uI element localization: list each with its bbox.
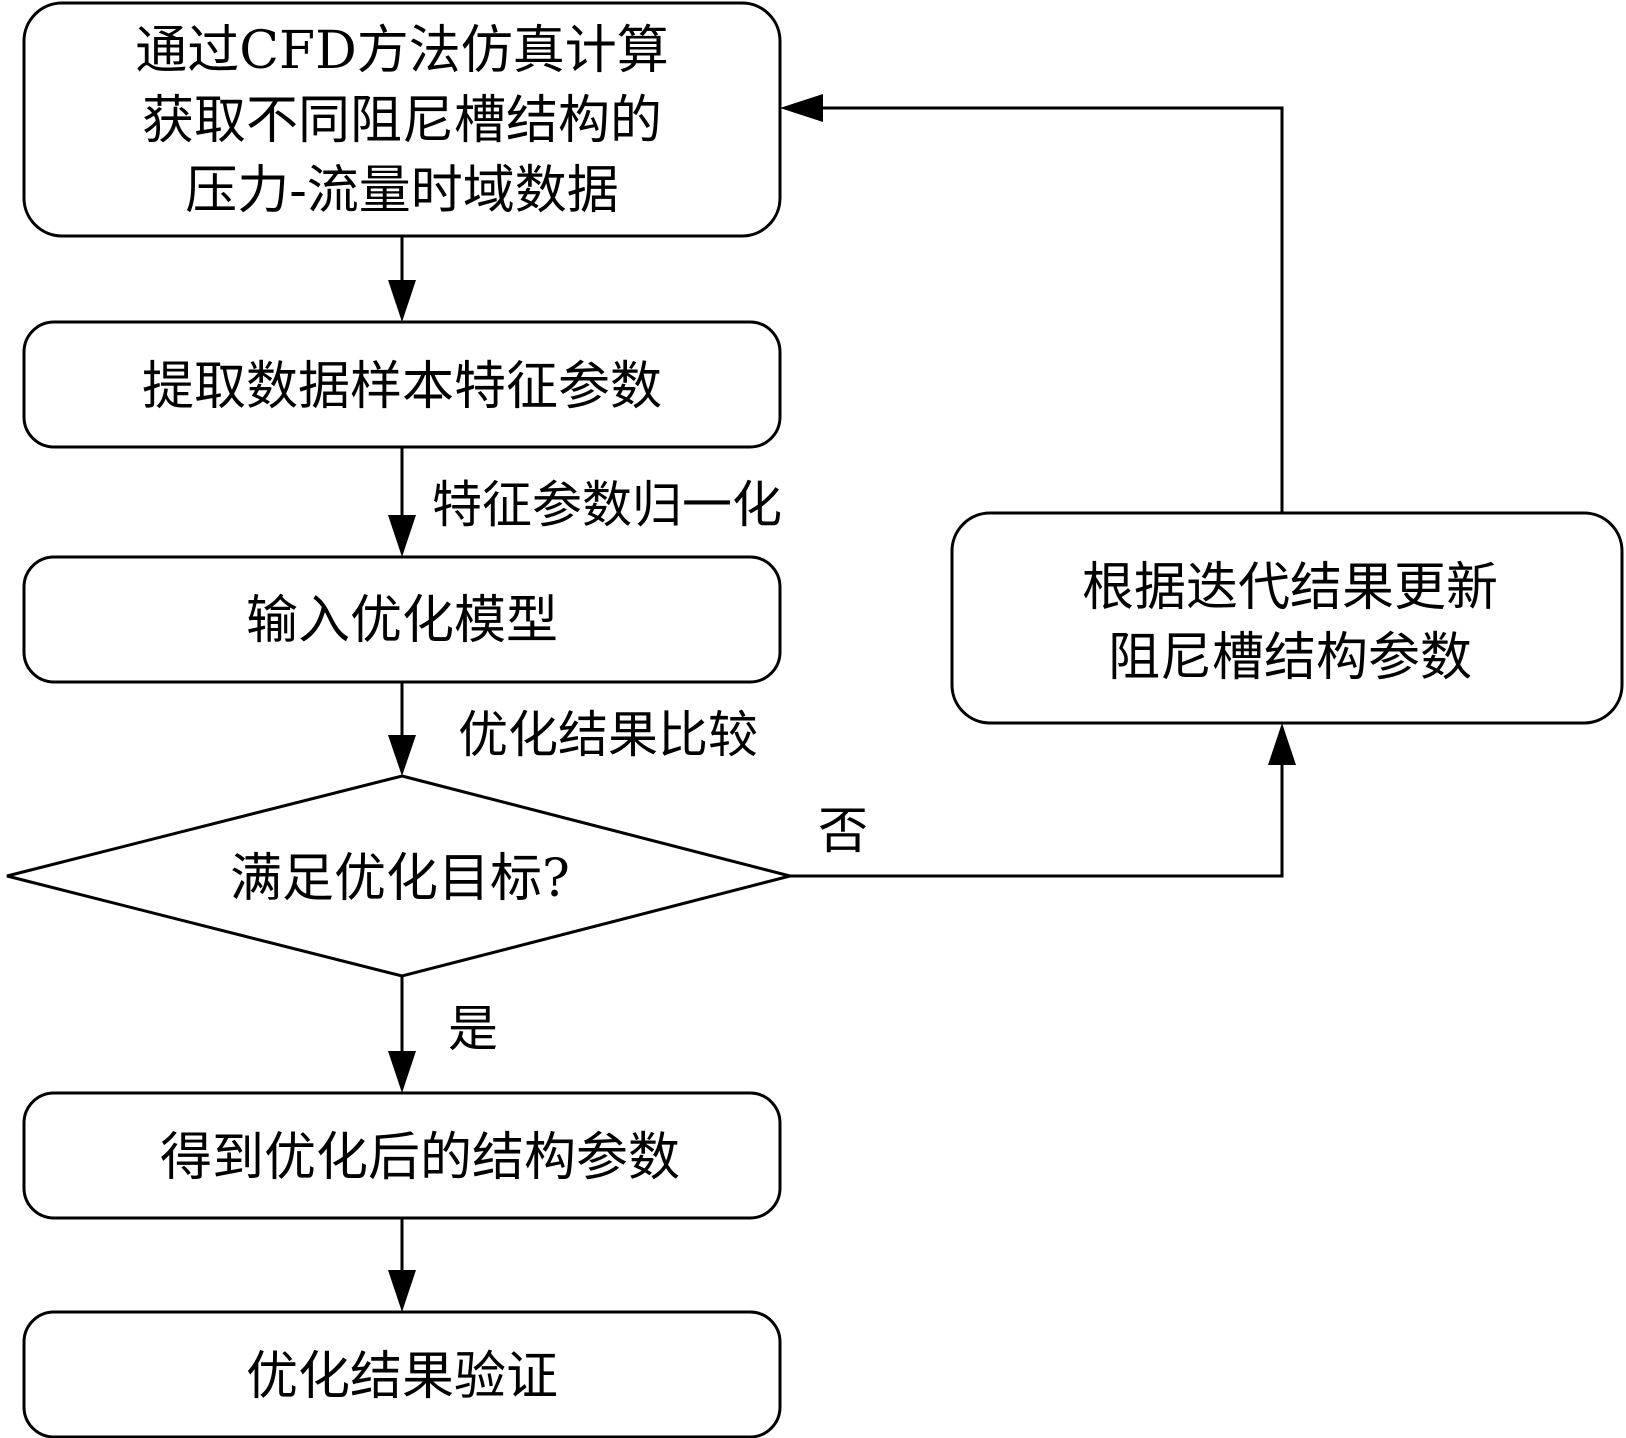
edge-input-to-decision xyxy=(388,682,416,776)
arrowhead-down-icon xyxy=(388,515,416,557)
node-update-params: 根据迭代结果更新 阻尼槽结构参数 xyxy=(950,511,1624,725)
edge-decision-to-update xyxy=(790,723,1296,878)
node-decision: 满足优化目标? xyxy=(6,774,791,978)
node-update-params-line-2: 阻尼槽结构参数 xyxy=(1108,628,1472,688)
node-verify: 优化结果验证 xyxy=(22,1310,782,1438)
arrowhead-down-icon xyxy=(388,1051,416,1093)
edge-label-normalize: 特征参数归一化 xyxy=(432,476,782,534)
arrowhead-up-icon xyxy=(1268,723,1296,765)
arrowhead-down-icon xyxy=(388,735,416,776)
node-cfd-simulation: 通过CFD方法仿真计算 获取不同阻尼槽结构的 压力-流量时域数据 xyxy=(22,1,782,238)
arrowhead-left-icon xyxy=(780,94,823,122)
node-get-params: 得到优化后的结构参数 xyxy=(22,1091,782,1220)
node-cfd-simulation-line-3: 压力-流量时域数据 xyxy=(185,161,619,221)
node-cfd-simulation-line-2: 获取不同阻尼槽结构的 xyxy=(142,91,662,151)
edge-label-no: 否 xyxy=(818,802,868,860)
node-verify-label: 优化结果验证 xyxy=(246,1347,558,1407)
node-extract-features-label: 提取数据样本特征参数 xyxy=(142,357,662,417)
node-decision-label: 满足优化目标? xyxy=(230,849,570,909)
node-cfd-simulation-line-1: 通过CFD方法仿真计算 xyxy=(135,21,669,81)
node-input-model: 输入优化模型 xyxy=(22,555,782,684)
edge-get-params-to-verify xyxy=(388,1218,416,1312)
node-extract-features: 提取数据样本特征参数 xyxy=(22,320,782,449)
edge-label-yes: 是 xyxy=(448,1000,498,1058)
edge-cfd-to-extract xyxy=(388,236,416,322)
edge-extract-to-input xyxy=(388,447,416,557)
node-update-params-line-1: 根据迭代结果更新 xyxy=(1082,558,1498,618)
node-input-model-label: 输入优化模型 xyxy=(246,591,558,651)
edge-decision-to-get-params xyxy=(388,976,416,1093)
arrowhead-down-icon xyxy=(388,280,416,322)
node-get-params-label: 得到优化后的结构参数 xyxy=(160,1128,680,1188)
edge-label-compare: 优化结果比较 xyxy=(458,706,758,764)
edge-update-to-cfd xyxy=(780,94,1284,513)
arrowhead-down-icon xyxy=(388,1270,416,1312)
